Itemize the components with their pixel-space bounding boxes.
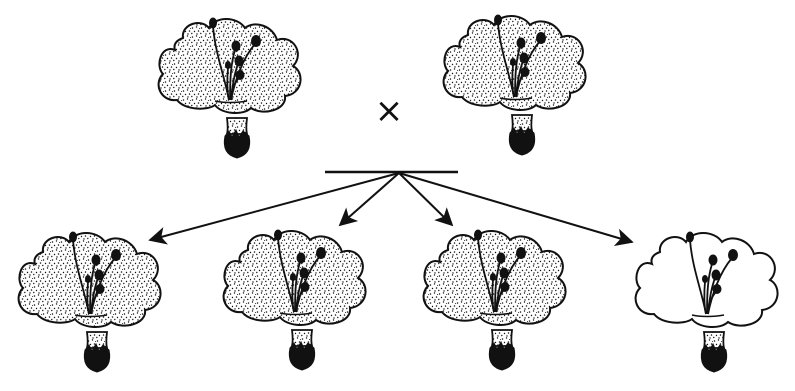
offspring-flower-2 bbox=[224, 230, 366, 371]
offspring-flower-3 bbox=[424, 230, 566, 371]
offspring-flower-4-white bbox=[636, 232, 778, 373]
cross-symbol: × bbox=[375, 91, 404, 131]
offspring-flower-1 bbox=[19, 232, 161, 373]
parent-flower-right bbox=[444, 15, 586, 156]
parent-flower-left bbox=[159, 18, 301, 159]
offspring-arrows bbox=[150, 173, 632, 242]
